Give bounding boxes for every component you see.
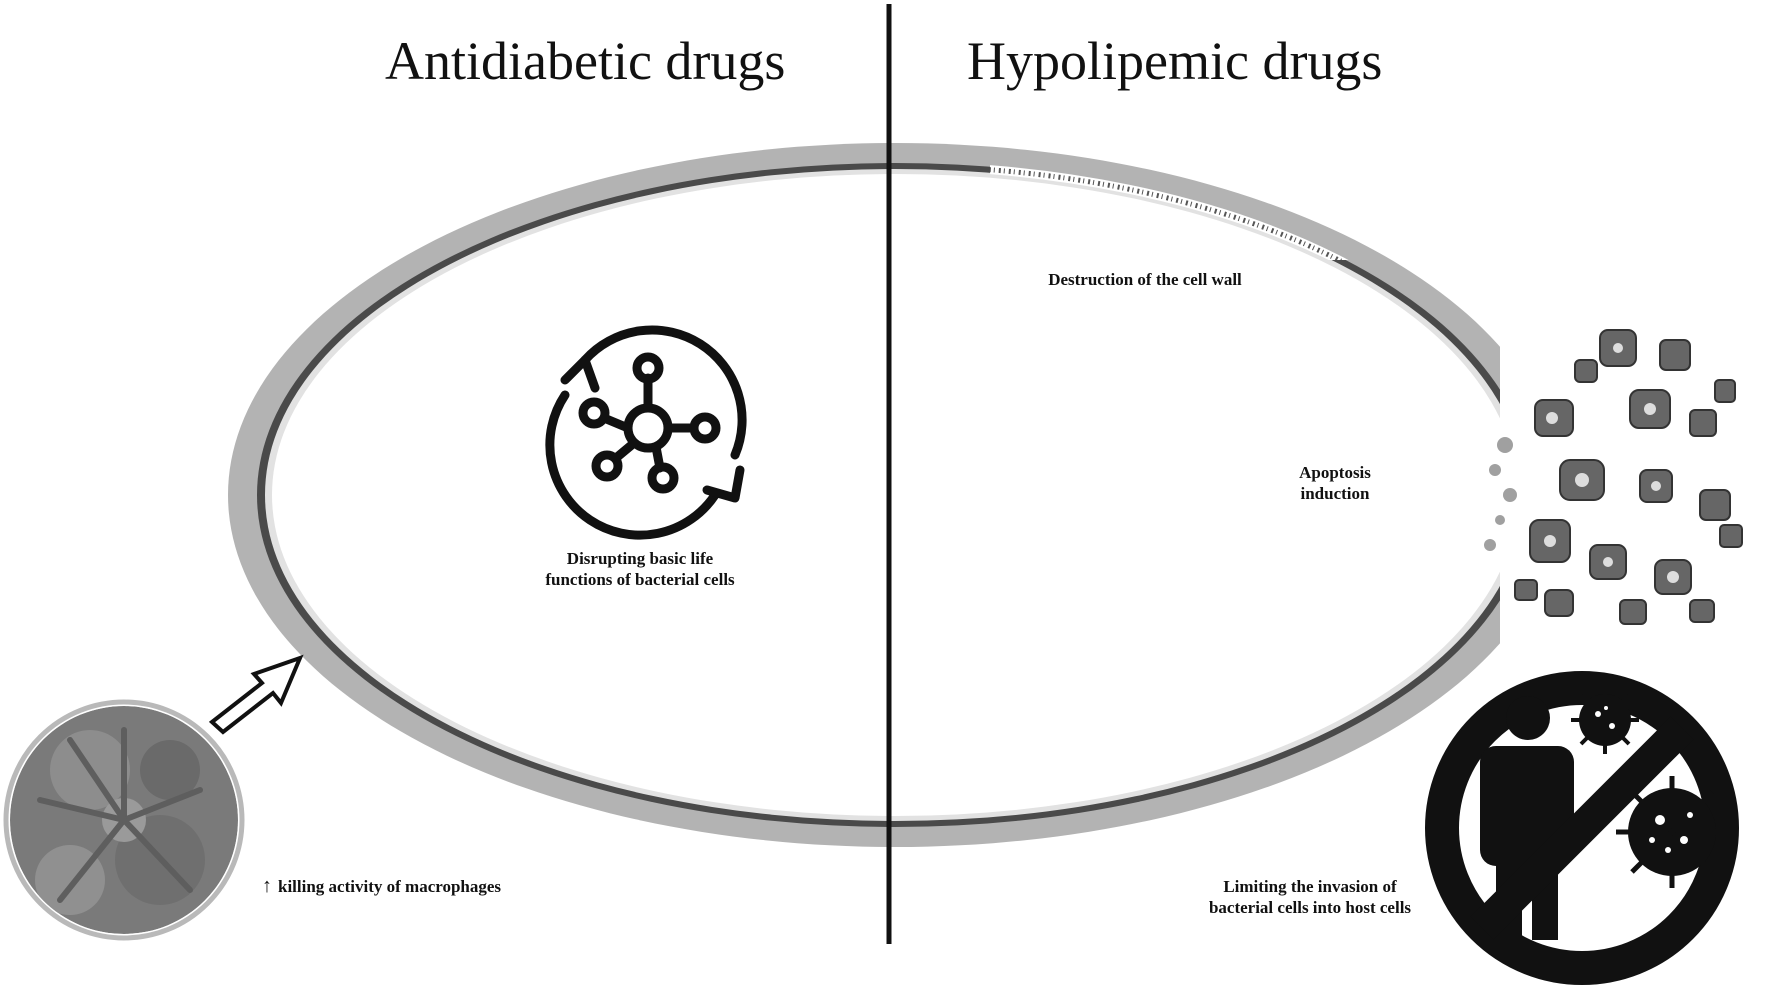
panel-title-antidiabetic: Antidiabetic drugs — [385, 31, 786, 91]
cytoplasm — [272, 174, 1500, 816]
virus-icon — [1571, 686, 1639, 754]
virus-icon — [1616, 776, 1728, 888]
cell-fragments-icon — [1484, 329, 1743, 625]
no-invasion-icon — [1425, 671, 1739, 985]
label-macrophage-activity: ↑ killing activity of macrophages — [262, 876, 501, 897]
label-line: Limiting the invasion of — [1223, 877, 1397, 896]
label-limiting-invasion: Limiting the invasion of bacterial cells… — [1180, 876, 1440, 918]
label-line: Disrupting basic life — [566, 549, 714, 568]
label-line: functions of bacterial cells — [545, 570, 735, 589]
label-line: Apoptosis — [1299, 463, 1371, 482]
label-line: bacterial cells into host cells — [1208, 898, 1412, 917]
up-arrow-icon: ↑ — [262, 875, 272, 897]
label-disrupting-functions: Disrupting basic life functions of bacte… — [530, 548, 750, 590]
label-cell-wall-destruction: Destruction of the cell wall — [1048, 270, 1242, 289]
panel-title-hypolipemic: Hypolipemic drugs — [967, 31, 1383, 91]
label-line: induction — [1300, 484, 1370, 503]
metabolism-cycle-icon — [545, 325, 747, 540]
label-line: killing activity of macrophages — [278, 877, 502, 896]
outline-arrow-icon — [208, 654, 304, 735]
label-apoptosis: Apoptosis induction — [1270, 462, 1400, 504]
bacterial-cell — [228, 143, 1500, 847]
prohibition-bar — [1470, 716, 1694, 940]
macrophage-cell-icon — [3, 699, 245, 941]
